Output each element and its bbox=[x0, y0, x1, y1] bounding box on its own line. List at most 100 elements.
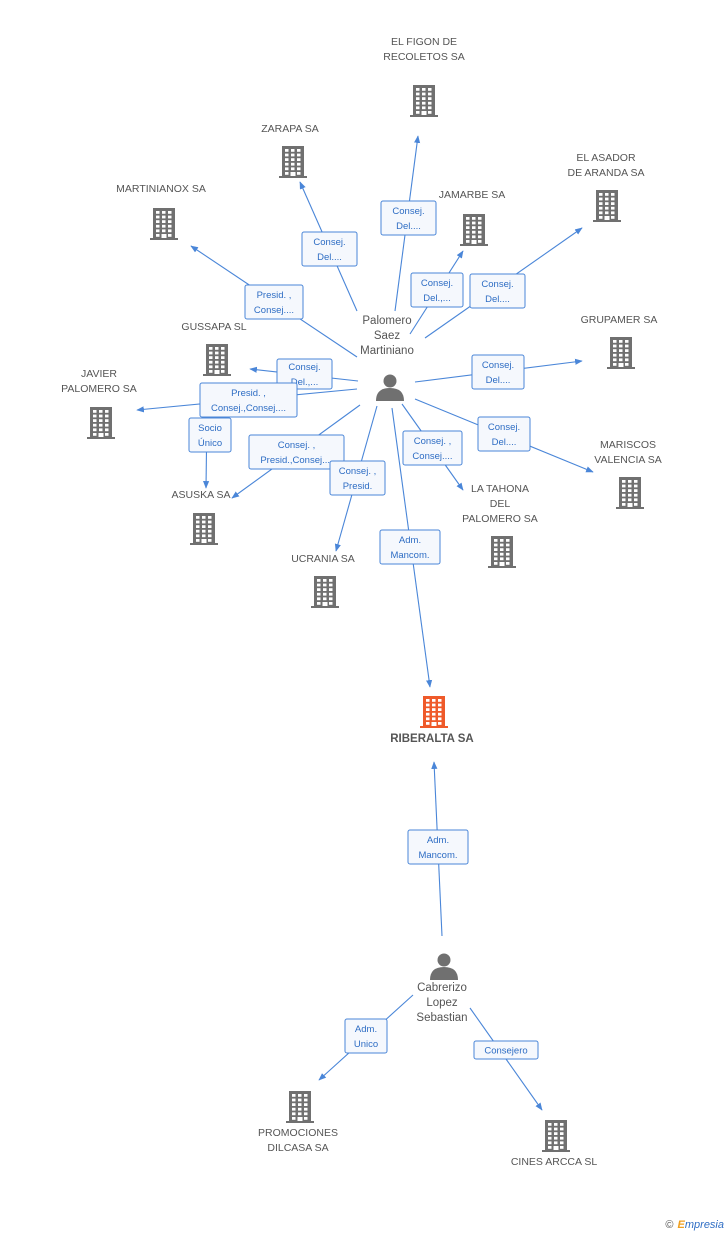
role-label-text: Del.,... bbox=[423, 293, 450, 304]
role-label-box bbox=[188, 417, 232, 453]
company-name: UCRANIA SA bbox=[291, 553, 355, 565]
company-node-tahona[interactable]: LA TAHONA DEL PALOMERO SA bbox=[462, 483, 538, 568]
role-label-text: Consej. , bbox=[339, 466, 377, 477]
building-icon bbox=[190, 513, 218, 545]
company-name: ZARAPA SA bbox=[261, 123, 319, 135]
role-label-text: Presid. bbox=[343, 481, 373, 492]
company-name: CINES ARCCA SL bbox=[511, 1156, 598, 1168]
company-node-jamarbe[interactable]: JAMARBE SA bbox=[439, 189, 506, 246]
company-name: RECOLETOS SA bbox=[383, 51, 465, 63]
role-label-ucrania[interactable]: Consej. , Presid. bbox=[329, 460, 386, 496]
company-node-figon[interactable]: EL FIGON DE RECOLETOS SA bbox=[383, 36, 465, 117]
role-label-mariscos[interactable]: Consej.Del.... bbox=[477, 416, 531, 452]
role-label-jamarbe[interactable]: Consej. Del.,... bbox=[410, 272, 464, 308]
role-label-martinianox[interactable]: Presid. ,Consej.... bbox=[244, 284, 304, 320]
role-label-zarapa[interactable]: Consej.Del.... bbox=[301, 231, 358, 267]
building-icon bbox=[542, 1120, 570, 1152]
role-label-box bbox=[410, 272, 464, 308]
role-label-javier[interactable]: Presid. ,Consej.,Consej.... bbox=[199, 382, 298, 418]
role-label-text: Único bbox=[198, 438, 222, 449]
company-name: PROMOCIONES bbox=[258, 1127, 338, 1139]
role-label-box bbox=[477, 416, 531, 452]
role-label-box bbox=[276, 358, 333, 390]
role-label-riberalta[interactable]: Adm.Mancom. bbox=[379, 529, 441, 565]
role-label-text: Del.,... bbox=[291, 377, 318, 388]
company-name: DE ARANDA SA bbox=[567, 167, 644, 179]
role-label-text: Unico bbox=[354, 1039, 378, 1050]
role-label-text: Adm. bbox=[355, 1024, 377, 1035]
copyright-symbol: © bbox=[665, 1219, 674, 1231]
person-name: Cabrerizo bbox=[417, 982, 467, 994]
role-label-text: Consej. bbox=[488, 422, 520, 433]
company-name: JAMARBE SA bbox=[439, 189, 506, 201]
role-label-box bbox=[473, 1040, 539, 1060]
company-node-cines[interactable]: CINES ARCCA SL bbox=[511, 1120, 598, 1168]
building-icon bbox=[286, 1091, 314, 1123]
role-label-text: Presid. , bbox=[231, 388, 266, 399]
company-node-ucrania[interactable]: UCRANIA SA bbox=[291, 553, 355, 608]
role-label-text: Consej. bbox=[392, 206, 424, 217]
brand-name: mpresia bbox=[684, 1219, 724, 1231]
role-label-text: Del.... bbox=[486, 375, 511, 386]
person-name: Palomero bbox=[362, 315, 411, 327]
company-node-martinianox[interactable]: MARTINIANOX SA bbox=[116, 183, 206, 240]
company-name: MARISCOS bbox=[600, 439, 656, 451]
role-label-box bbox=[301, 231, 358, 267]
person-name: Saez bbox=[374, 330, 400, 342]
company-node-zarapa[interactable]: ZARAPA SA bbox=[261, 123, 319, 178]
role-label-asuska[interactable]: Consej. , Presid.,Consej.... bbox=[248, 434, 345, 470]
role-label-grupamer[interactable]: Consej.Del.... bbox=[471, 354, 525, 390]
role-label-riberalta[interactable]: Adm. Mancom. bbox=[407, 829, 469, 865]
role-label-gussapa[interactable]: Consej. Del.,... bbox=[276, 358, 333, 390]
building-icon bbox=[460, 214, 488, 246]
role-label-text: Adm. bbox=[427, 835, 449, 846]
role-label-cines[interactable]: Consejero bbox=[473, 1040, 539, 1060]
company-node-promociones[interactable]: PROMOCIONES DILCASA SA bbox=[258, 1091, 338, 1154]
company-name: PALOMERO SA bbox=[462, 513, 538, 525]
company-node-asuska[interactable]: ASUSKA SA bbox=[172, 489, 231, 545]
role-label-text: Consej.... bbox=[412, 451, 452, 462]
company-name: GUSSAPA SL bbox=[181, 321, 246, 333]
company-name: VALENCIA SA bbox=[594, 454, 662, 466]
role-label-box bbox=[329, 460, 386, 496]
company-node-mariscos[interactable]: MARISCOS VALENCIA SA bbox=[594, 439, 662, 509]
role-label-text: Del.... bbox=[485, 294, 510, 305]
company-name: MARTINIANOX SA bbox=[116, 183, 206, 195]
company-name: DILCASA SA bbox=[267, 1142, 328, 1154]
company-node-grupamer[interactable]: GRUPAMER SA bbox=[581, 314, 658, 369]
role-label-text: Consej. bbox=[288, 362, 320, 373]
company-name: EL FIGON DE bbox=[391, 36, 457, 48]
role-label-promociones[interactable]: Adm. Unico bbox=[344, 1018, 388, 1054]
role-label-text: Consej. bbox=[421, 278, 453, 289]
edge-labels-layer: Consej. Del.... Consej. Del.... Consej. Del.,… bbox=[188, 200, 539, 1060]
company-name: DEL bbox=[490, 498, 511, 510]
brand-logo-e: E bbox=[677, 1219, 685, 1231]
role-label-box bbox=[199, 382, 298, 418]
company-name: GRUPAMER SA bbox=[581, 314, 658, 326]
company-name: LA TAHONA bbox=[471, 483, 529, 495]
building-icon bbox=[311, 576, 339, 608]
company-node-gussapa[interactable]: GUSSAPA SL bbox=[181, 321, 247, 376]
role-label-asador[interactable]: Consej.Del.... bbox=[469, 273, 526, 309]
role-label-text: Del.... bbox=[396, 221, 421, 232]
company-node-riberalta[interactable]: RIBERALTA SA bbox=[390, 696, 474, 745]
role-label-text: Consej. , bbox=[278, 440, 316, 451]
footer-brand[interactable]: ©Empresia bbox=[665, 1219, 724, 1231]
role-label-text: Consej.... bbox=[254, 305, 294, 316]
role-label-text: Adm. bbox=[399, 535, 421, 546]
person-name: Lopez bbox=[426, 997, 458, 1009]
role-label-text: Presid.,Consej.... bbox=[260, 455, 332, 466]
role-label-figon[interactable]: Consej. Del.... bbox=[380, 200, 437, 236]
building-icon bbox=[593, 190, 621, 222]
role-label-tahona[interactable]: Consej. ,Consej.... bbox=[402, 430, 463, 466]
building-icon bbox=[203, 344, 231, 376]
person-name: Martiniano bbox=[360, 345, 414, 357]
building-icon bbox=[87, 407, 115, 439]
role-label-text: Mancom. bbox=[418, 850, 457, 861]
